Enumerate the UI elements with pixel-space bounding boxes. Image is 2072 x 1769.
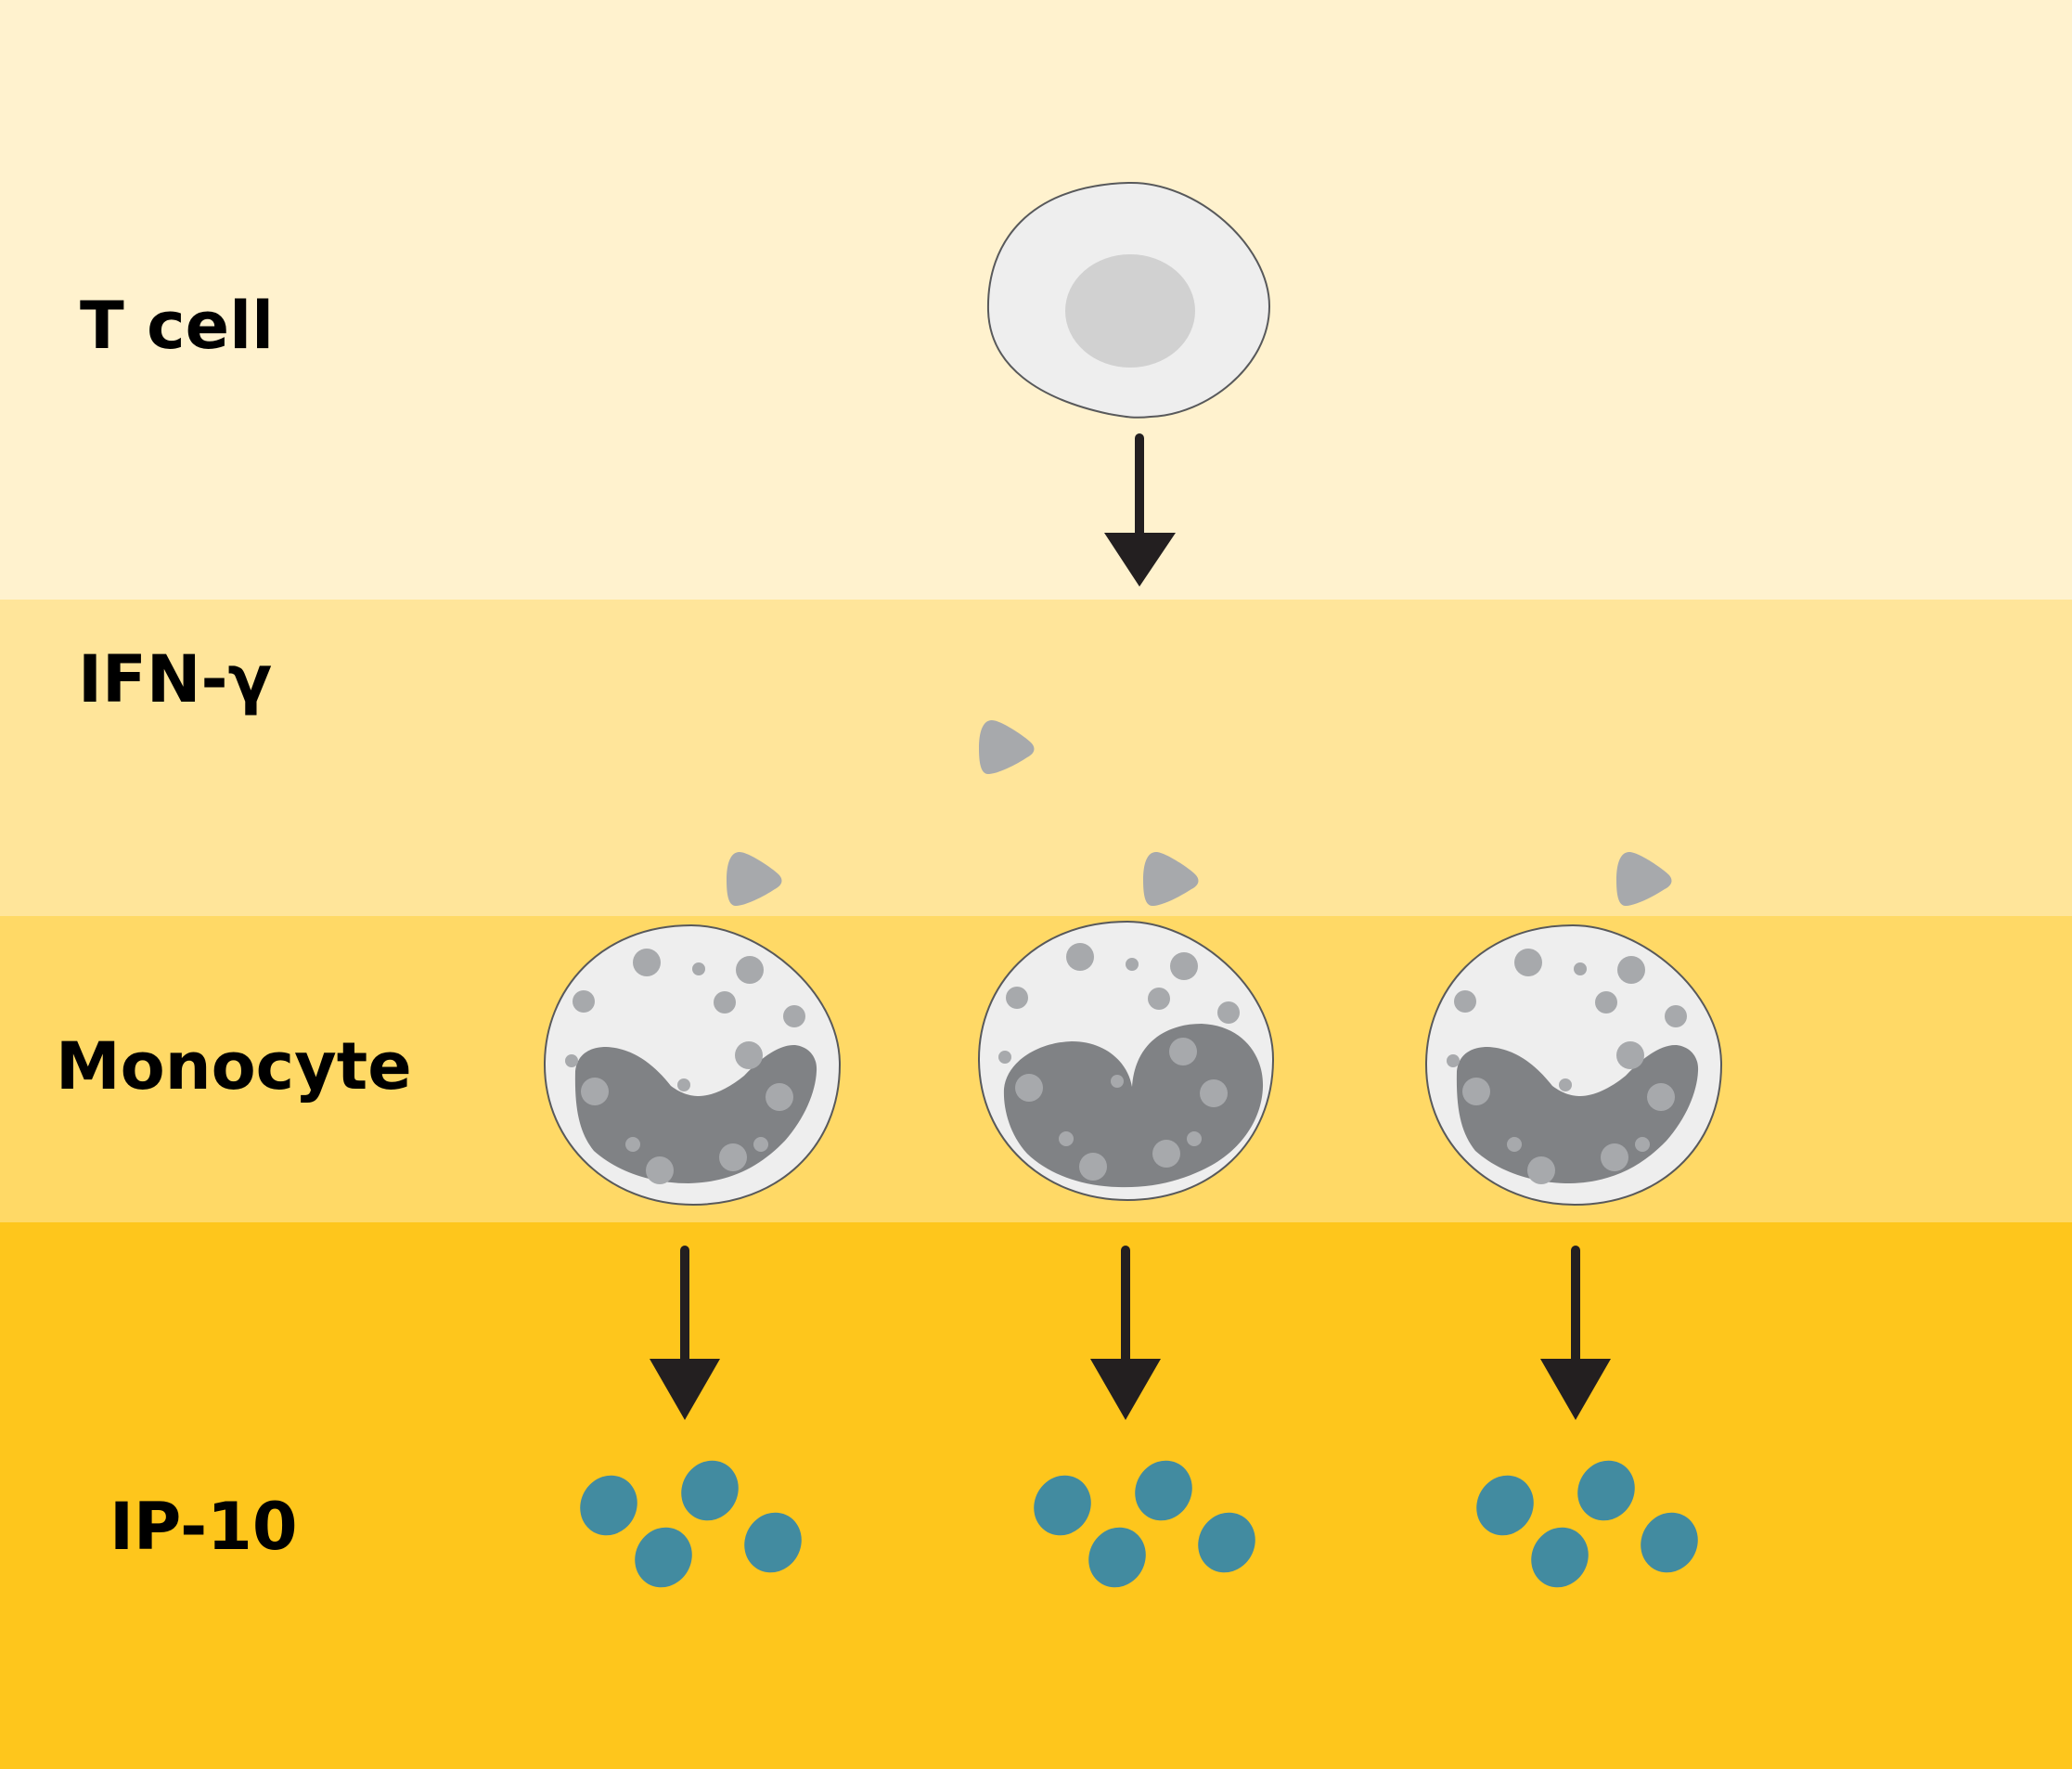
band-ip-10 xyxy=(0,1222,2072,1769)
ifn-gamma-molecule xyxy=(979,720,1035,774)
arrow-down-icon xyxy=(1090,1246,1161,1420)
ifn-gamma-molecule xyxy=(727,852,782,906)
t-cell-nucleus xyxy=(1065,254,1195,368)
ip-10-cluster xyxy=(1465,1450,1709,1598)
row-label-ip-10: IP-10 xyxy=(109,1489,298,1565)
row-label-monocyte: Monocyte xyxy=(56,1028,412,1104)
arrow-down-icon xyxy=(650,1246,720,1420)
row-label-ifn-gamma: IFN-γ xyxy=(78,641,273,717)
ifn-gamma-molecule xyxy=(1143,852,1199,906)
monocyte-3 xyxy=(1425,924,1722,1206)
monocyte-2 xyxy=(978,921,1274,1201)
t-cell xyxy=(986,181,1271,419)
ifn-gamma-molecule xyxy=(1616,852,1672,906)
ip-10-cluster xyxy=(569,1450,813,1598)
ip-10-cluster xyxy=(1023,1450,1267,1598)
monocyte-1 xyxy=(544,924,841,1206)
band-ifn-gamma xyxy=(0,600,2072,916)
arrow-down-icon xyxy=(1540,1246,1611,1420)
arrow-down-icon xyxy=(1104,433,1176,587)
row-label-t-cell: T cell xyxy=(80,288,275,364)
